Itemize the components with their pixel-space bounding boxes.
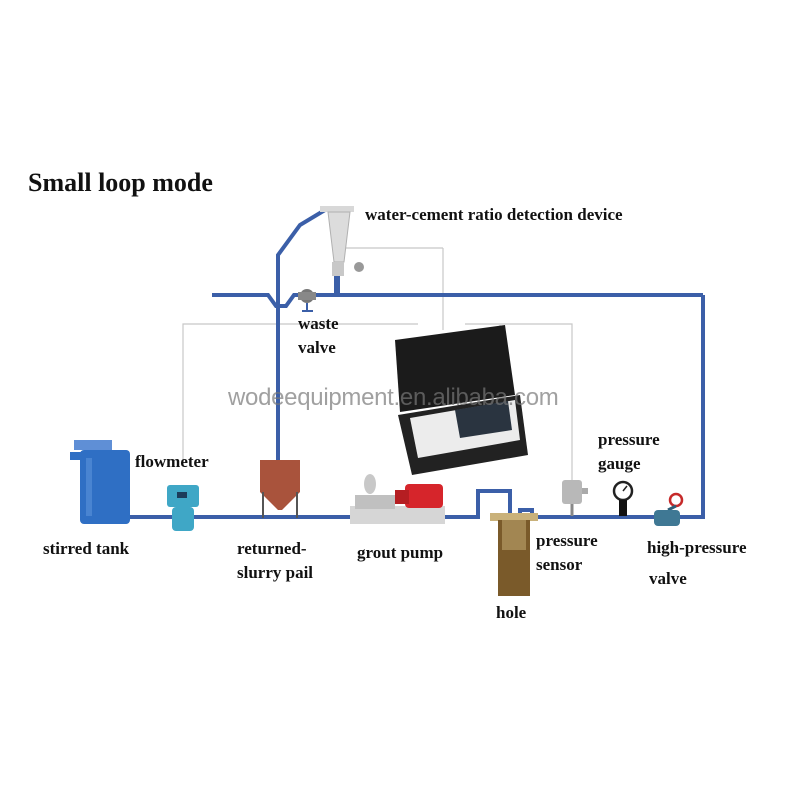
label-returned-pail-line1: returned- [237, 539, 307, 558]
label-high-pressure-valve-line2: valve [649, 569, 687, 588]
flowmeter-icon [167, 485, 199, 531]
pipe-return-riser [276, 208, 327, 460]
signal-line-flowmeter [182, 323, 418, 465]
water-cement-ratio-device [320, 206, 364, 294]
detector-control-box-icon [395, 325, 528, 475]
grout-pump-icon [350, 474, 445, 524]
label-pressure-sensor-line2: sensor [536, 555, 583, 574]
diagram-title: Small loop mode [28, 168, 213, 197]
label-pressure-gauge-line2: gauge [598, 454, 641, 473]
label-pressure-gauge-line1: pressure [598, 430, 660, 449]
watermark: wodeequipment.en.alibaba.com [228, 384, 559, 411]
returned-slurry-pail-icon [260, 460, 300, 518]
pipe-top [212, 293, 703, 308]
label-grout-pump: grout pump [357, 543, 444, 562]
label-waste-valve-line2: valve [298, 338, 336, 357]
hole-icon [490, 513, 538, 596]
signal-lines [182, 247, 573, 480]
high-pressure-valve-icon [654, 492, 684, 526]
label-flowmeter: flowmeter [135, 452, 209, 471]
waste-valve-icon [298, 289, 316, 312]
label-waste-valve-line1: waste [298, 314, 339, 333]
label-stirred-tank: stirred tank [43, 539, 130, 558]
label-pressure-sensor-line1: pressure [536, 531, 598, 550]
label-water-cement-ratio-device: water-cement ratio detection device [365, 205, 623, 224]
signal-line-sensor [465, 323, 573, 480]
pressure-sensor-icon [562, 480, 588, 516]
label-high-pressure-valve-line1: high-pressure [647, 538, 747, 557]
stirred-tank-icon [70, 440, 130, 524]
label-returned-pail-line2: slurry pail [237, 563, 314, 582]
pressure-gauge-icon [612, 480, 634, 516]
label-hole: hole [496, 603, 527, 622]
